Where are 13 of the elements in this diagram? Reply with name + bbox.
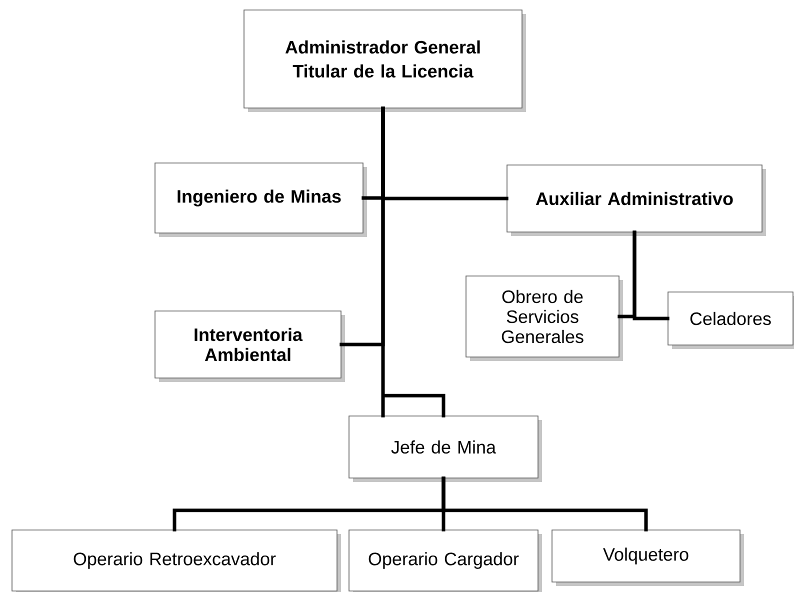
org-box: Administrador General Titular de la Licencia: [244, 10, 526, 112]
org-box: Celadores: [668, 292, 794, 349]
org-box: Jefe de Mina: [348, 416, 542, 482]
org-box: Volquetero: [552, 530, 744, 586]
connector-line: [632, 230, 670, 320]
org-box: Obrero de Servicios Generales: [466, 276, 623, 361]
connector-line: [381, 106, 446, 418]
connector-line: [442, 476, 648, 532]
org-box: Interventoria Ambiental: [154, 310, 345, 382]
org-box: Auxiliar Administrativo: [506, 164, 766, 236]
org-box: Ingeniero de Minas: [154, 162, 367, 237]
org-box: Operario Cargador: [348, 530, 542, 592]
org-box: Operario Retroexcavador: [12, 530, 341, 592]
